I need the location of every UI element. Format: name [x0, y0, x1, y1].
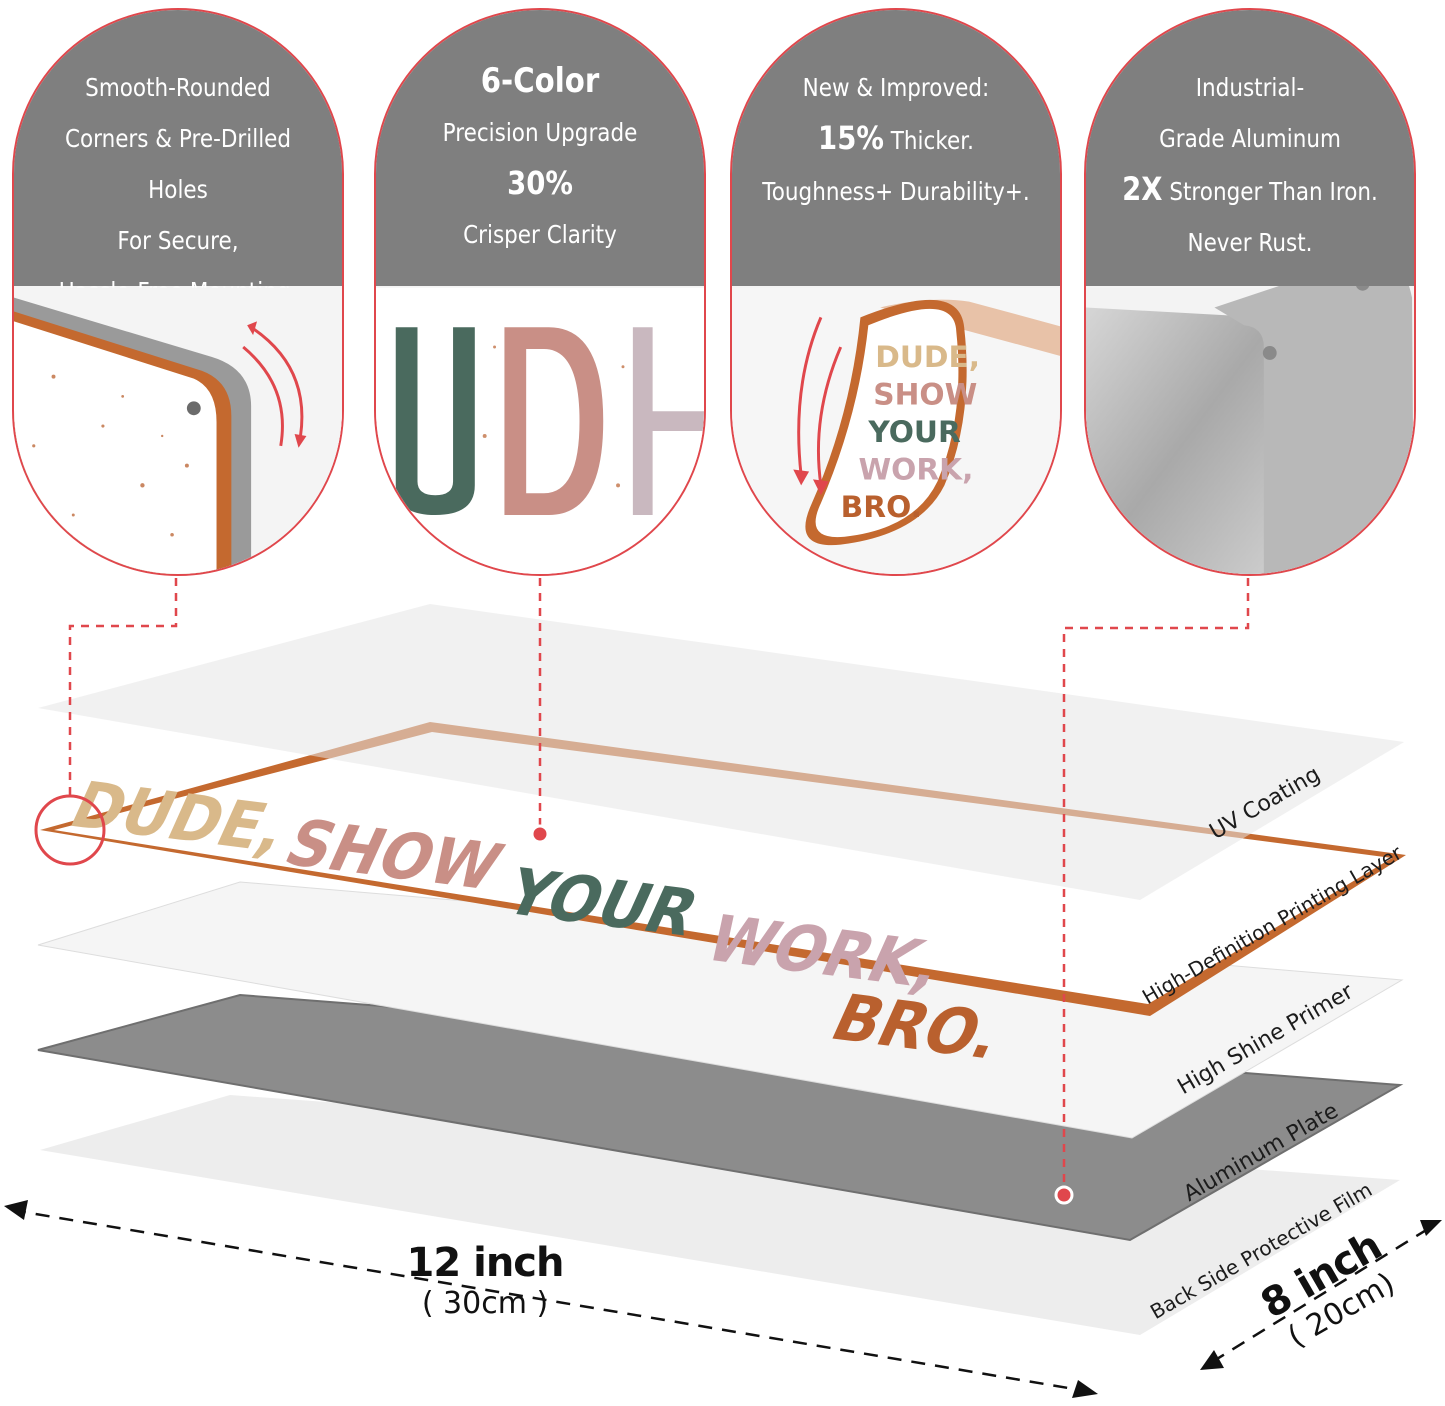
feature-highlight: 2X: [1122, 170, 1163, 208]
feature-line: Corners & Pre-Drilled Holes: [64, 124, 292, 204]
feature-card-thicker: New & Improved: 15% Thicker. Toughness+ …: [730, 8, 1062, 576]
feature-header: Smooth-Rounded Corners & Pre-Drilled Hol…: [14, 10, 342, 306]
layer-label-printing: High-Definition Printing Layer: [1138, 840, 1406, 1009]
corner-highlight-circle: [34, 794, 106, 866]
feature-header: New & Improved: 15% Thicker. Toughness+ …: [732, 10, 1060, 286]
sign-text: SHOW: [873, 376, 977, 411]
sign-text: DUDE,: [875, 339, 980, 374]
width-inch: 12 inch: [406, 1240, 565, 1286]
feature-line: New & Improved:: [802, 73, 990, 102]
feature-line: Smooth-Rounded: [85, 73, 271, 102]
bending-sign-photo-icon: DUDE, SHOW YOUR WORK, BRO.: [732, 287, 1060, 574]
feature-line: Industrial-: [1195, 73, 1305, 102]
feature-line: Never Rust.: [1187, 228, 1313, 257]
rounded-corner-closeup-icon: [14, 287, 342, 574]
layer-label-primer: High Shine Primer: [1173, 979, 1358, 1100]
width-dimension-label: 12 inch ( 30cm ): [400, 1240, 570, 1321]
print-detail-closeup-icon: [376, 287, 704, 574]
sign-text: BRO.: [841, 489, 922, 524]
feature-title: 6-Color: [480, 61, 600, 101]
feature-highlight: 15%: [818, 119, 884, 157]
feature-header: 6-Color Precision Upgrade 30% Crisper Cl…: [376, 10, 704, 286]
feature-line: Grade Aluminum: [1159, 124, 1341, 153]
printed-word: SHOW: [274, 807, 513, 905]
printed-word: WORK,: [694, 903, 955, 1004]
printed-word: BRO.: [820, 982, 1014, 1074]
primer-layer: [37, 881, 1404, 1139]
uv-coating-layer: [38, 604, 1404, 900]
sign-text: YOUR: [867, 414, 961, 449]
feature-line: Stronger Than Iron.: [1162, 177, 1378, 206]
feature-card-aluminum: Industrial- Grade Aluminum 2X Stronger T…: [1084, 8, 1416, 576]
feature-line: Precision Upgrade: [442, 118, 638, 147]
feature-line: Thicker.: [883, 126, 974, 155]
feature-line: Crisper Clarity: [463, 220, 617, 249]
feature-card-color-precision: 6-Color Precision Upgrade 30% Crisper Cl…: [374, 8, 706, 576]
feature-highlight: 30%: [507, 164, 573, 202]
feature-header: Industrial- Grade Aluminum 2X Stronger T…: [1086, 10, 1414, 286]
printed-word: YOUR: [493, 856, 710, 951]
feature-card-rounded-corners: Smooth-Rounded Corners & Pre-Drilled Hol…: [12, 8, 344, 576]
width-cm: ( 30cm ): [421, 1286, 549, 1321]
layer-label-aluminum: Aluminum Plate: [1179, 1098, 1343, 1207]
feature-line: Toughness+ Durability+.: [762, 177, 1030, 206]
sign-text: WORK,: [858, 451, 973, 486]
printed-word: DUDE,: [59, 769, 300, 867]
layer-label-uv-coating: UV Coating: [1205, 761, 1325, 845]
feature-line: For Secure,: [117, 226, 239, 255]
aluminum-corner-closeup-icon: [1086, 286, 1414, 574]
